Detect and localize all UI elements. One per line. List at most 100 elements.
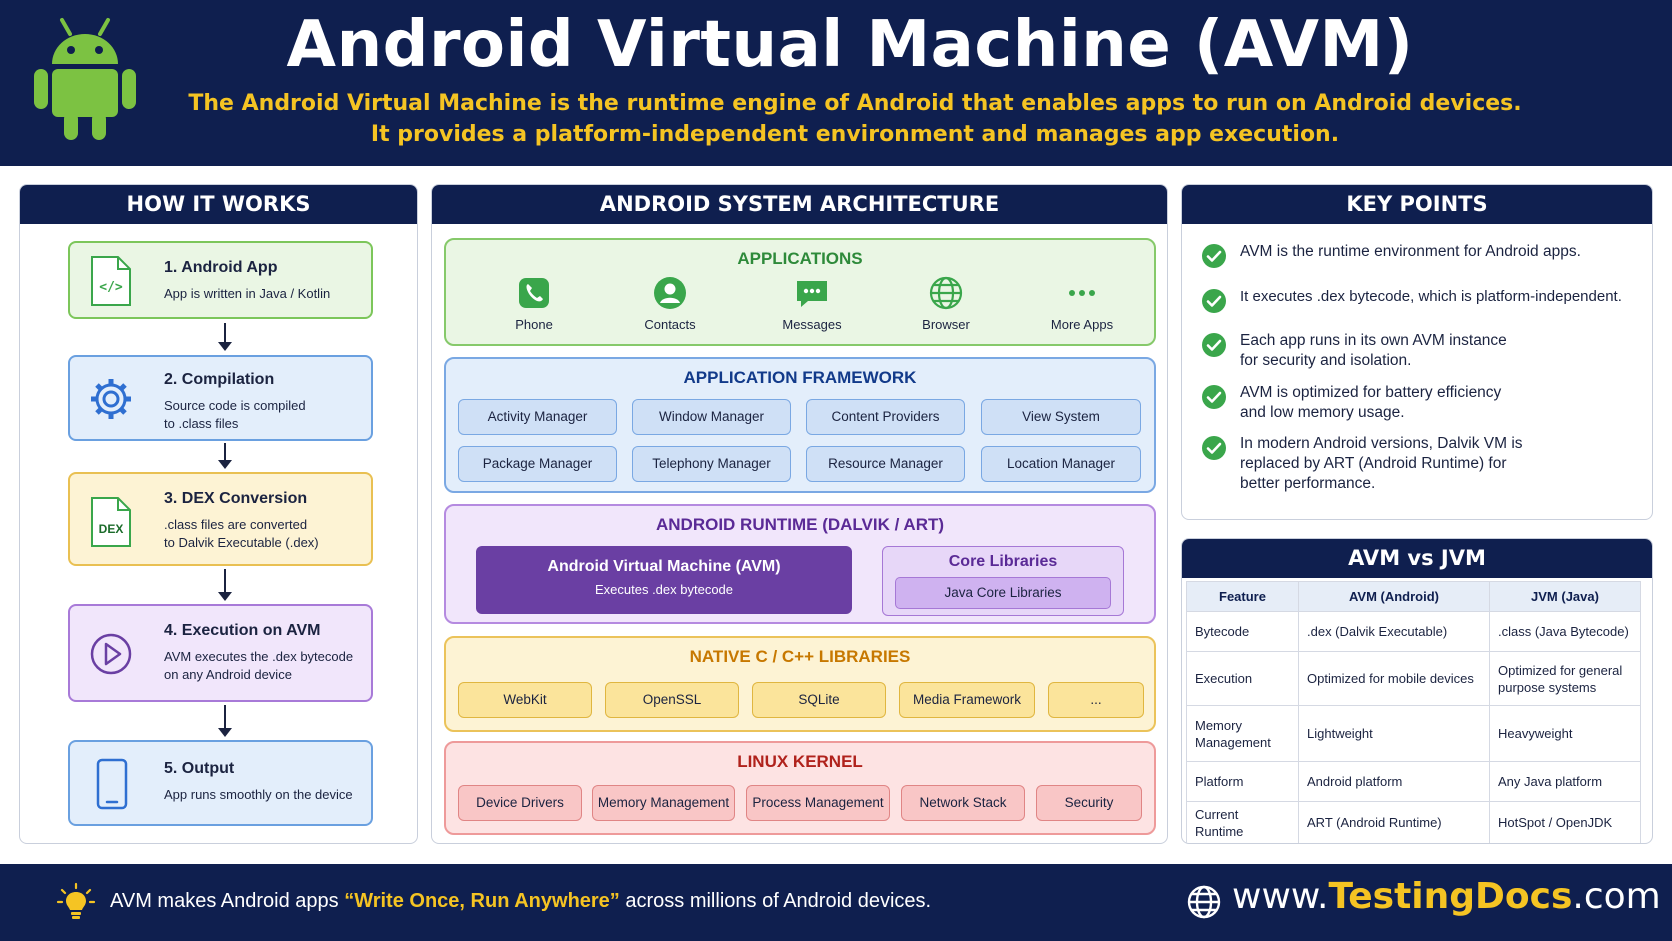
table-cell: Any Java platform — [1489, 761, 1641, 802]
flow-arrow — [218, 443, 232, 469]
step-desc: App runs smoothly on the device — [164, 787, 353, 802]
column-header: Feature — [1186, 581, 1299, 612]
gear-icon — [91, 379, 131, 419]
svg-text:</>: </> — [99, 280, 123, 295]
phone-icon — [519, 278, 549, 308]
table-cell: Optimized for mobile devices — [1298, 651, 1490, 706]
app-label: Browser — [922, 317, 970, 332]
table-cell: HotSpot / OpenJDK — [1489, 801, 1641, 843]
table-cell: Memory Management — [1186, 705, 1299, 762]
chip-webkit: WebKit — [458, 682, 592, 718]
avm-box-title: Android Virtual Machine (AVM) — [547, 558, 781, 575]
key-point-text: Each app runs in its own AVM instance fo… — [1240, 332, 1507, 369]
footer-highlight: “Write Once, Run Anywhere” — [344, 890, 620, 912]
chip-security: Security — [1036, 785, 1142, 821]
url-brand: TestingDocs — [1328, 876, 1573, 917]
avm-vs-jvm-panel: AVM vs JVM Feature AVM (Android) JVM (Ja… — [1181, 538, 1653, 844]
flow-arrow — [218, 569, 232, 601]
java-core-libraries: Java Core Libraries — [895, 577, 1111, 609]
chip-content-providers: Content Providers — [806, 399, 965, 435]
core-libraries-title: Core Libraries — [948, 553, 1058, 570]
linux-kernel-layer: LINUX KERNEL Device Drivers Memory Manag… — [444, 741, 1156, 835]
step-title: 3. DEX Conversion — [164, 490, 308, 507]
table-cell: Current Runtime — [1186, 801, 1299, 843]
framework-title: APPLICATION FRAMEWORK — [683, 368, 917, 387]
app-label: Messages — [782, 317, 842, 332]
chip-resource-manager: Resource Manager — [806, 446, 965, 482]
step-output: 5. Output App runs smoothly on the devic… — [68, 740, 373, 826]
chip-telephony-manager: Telephony Manager — [632, 446, 791, 482]
table-cell: .class (Java Bytecode) — [1489, 611, 1641, 652]
app-phone[interactable]: Phone — [474, 275, 594, 332]
table-header-row: Feature AVM (Android) JVM (Java) — [1186, 581, 1641, 612]
chip-activity-manager: Activity Manager — [458, 399, 617, 435]
dex-icon-label: DEX — [99, 522, 124, 536]
how-it-works-heading: HOW IT WORKS — [20, 185, 417, 224]
step-title: 5. Output — [164, 760, 235, 777]
android-logo-icon — [34, 18, 136, 140]
table-cell: Platform — [1186, 761, 1299, 802]
key-points-panel: KEY POINTS AVM is the runtime environmen… — [1181, 184, 1653, 520]
comparison-table: Feature AVM (Android) JVM (Java) Bytecod… — [1186, 581, 1641, 843]
avm-box: Android Virtual Machine (AVM) Executes .… — [476, 546, 852, 614]
check-icon — [1202, 385, 1226, 409]
step-desc: Source code is compiled to .class files — [164, 398, 306, 431]
dex-file-icon: DEX — [91, 497, 131, 547]
column-header: AVM (Android) — [1298, 581, 1490, 612]
url-suffix: .com — [1572, 876, 1661, 917]
app-label: More Apps — [1050, 317, 1114, 332]
key-point-text: It executes .dex bytecode, which is plat… — [1240, 288, 1622, 305]
page-title: Android Virtual Machine (AVM) — [286, 8, 1414, 82]
android-runtime-layer: ANDROID RUNTIME (DALVIK / ART) Android V… — [444, 504, 1156, 624]
play-icon — [90, 633, 132, 675]
app-contacts[interactable]: Contacts — [610, 275, 730, 332]
footer-text-before: AVM makes Android apps — [110, 890, 345, 912]
table-row: Bytecode .dex (Dalvik Executable) .class… — [1186, 611, 1641, 652]
chip-openssl: OpenSSL — [605, 682, 739, 718]
step-title: 1. Android App — [164, 259, 278, 276]
step-title: 2. Compilation — [164, 371, 275, 388]
chip-device-drivers: Device Drivers — [458, 785, 582, 821]
check-icon — [1202, 244, 1226, 268]
table-cell: Bytecode — [1186, 611, 1299, 652]
table-cell: Lightweight — [1298, 705, 1490, 762]
kernel-title: LINUX KERNEL — [737, 752, 863, 771]
chip-network-stack: Network Stack — [901, 785, 1025, 821]
url-prefix: www. — [1232, 876, 1329, 917]
table-row: Memory Management Lightweight Heavyweigh… — [1186, 705, 1641, 762]
app-messages[interactable]: Messages — [752, 275, 872, 332]
website-link[interactable]: www.TestingDocs.com — [1232, 876, 1661, 917]
table-cell: Execution — [1186, 651, 1299, 706]
footer-tagline: AVM makes Android apps “Write Once, Run … — [110, 890, 931, 913]
app-label: Contacts — [644, 317, 696, 332]
table-cell: Android platform — [1298, 761, 1490, 802]
key-point-text: In modern Android versions, Dalvik VM is… — [1240, 435, 1523, 492]
architecture-panel: ANDROID SYSTEM ARCHITECTURE APPLICATIONS… — [431, 184, 1168, 844]
avm-box-desc: Executes .dex bytecode — [594, 582, 734, 597]
step-android-app: </> 1. Android App App is written in Jav… — [68, 241, 373, 319]
chip-media-framework: Media Framework — [899, 682, 1035, 718]
lightbulb-icon — [56, 882, 96, 919]
app-browser[interactable]: Browser — [886, 275, 1006, 332]
step-execution-on-avm: 4. Execution on AVM AVM executes the .de… — [68, 604, 373, 702]
table-cell: .dex (Dalvik Executable) — [1298, 611, 1490, 652]
column-header: JVM (Java) — [1489, 581, 1641, 612]
app-more[interactable]: More Apps — [1022, 275, 1142, 332]
page-subtitle-line2: It provides a platform-independent envir… — [370, 122, 1340, 147]
code-file-icon: </> — [91, 256, 131, 306]
table-row: Platform Android platform Any Java platf… — [1186, 761, 1641, 802]
applications-layer: APPLICATIONS Phone Contacts Messages — [444, 238, 1156, 346]
flow-arrow — [218, 323, 232, 351]
key-point-text: AVM is optimized for battery efficiency … — [1240, 384, 1502, 421]
table-cell: Optimized for general purpose systems — [1489, 651, 1641, 706]
core-libraries-box: Core Libraries Java Core Libraries — [882, 546, 1124, 616]
check-icon — [1202, 436, 1226, 460]
application-framework-layer: APPLICATION FRAMEWORK Activity Manager W… — [444, 357, 1156, 493]
header-banner: Android Virtual Machine (AVM) The Androi… — [0, 0, 1672, 166]
key-points-heading: KEY POINTS — [1182, 185, 1652, 224]
step-dex-conversion: DEX 3. DEX Conversion .class files are c… — [68, 472, 373, 566]
footer-text-after: across millions of Android devices. — [619, 890, 932, 912]
table-row: Execution Optimized for mobile devices O… — [1186, 651, 1641, 706]
table-cell: ART (Android Runtime) — [1298, 801, 1490, 843]
table-row: Current Runtime ART (Android Runtime) Ho… — [1186, 801, 1641, 843]
